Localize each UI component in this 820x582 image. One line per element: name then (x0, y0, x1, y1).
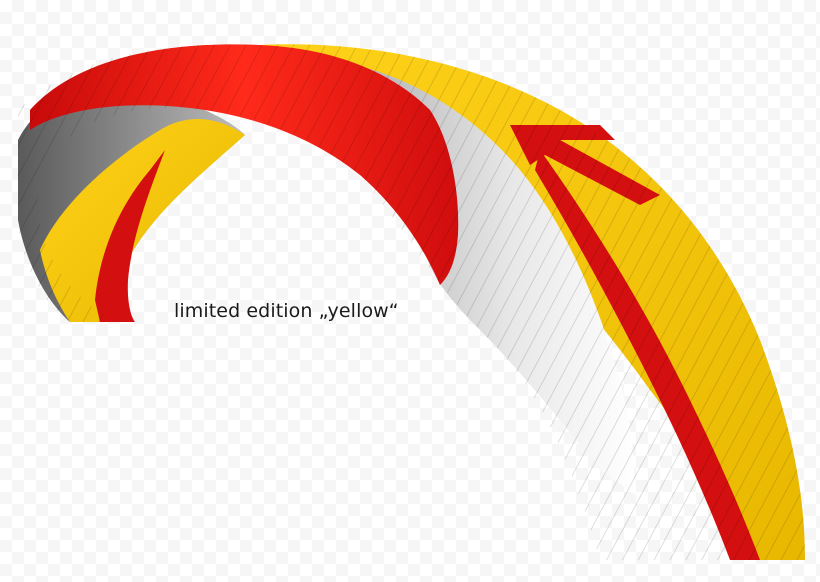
caption-text: limited edition „yellow“ (174, 300, 399, 322)
wing-left-tip (40, 119, 245, 322)
wing-left-stripe (95, 150, 165, 322)
